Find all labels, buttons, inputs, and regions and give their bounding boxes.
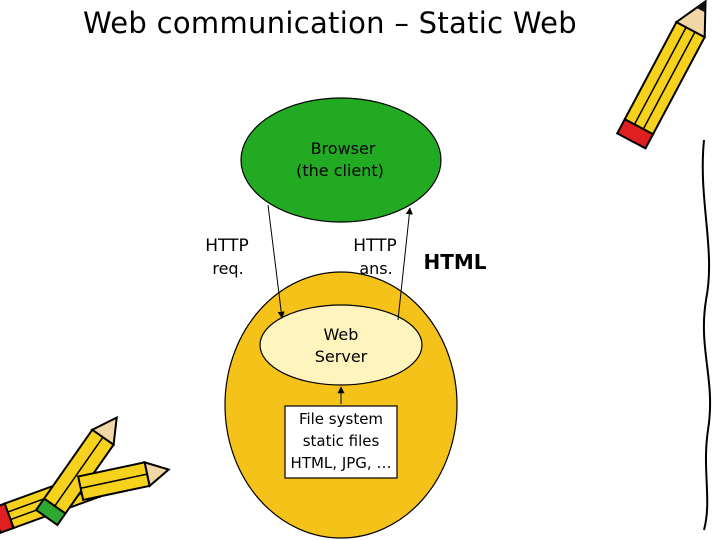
http-request-label-line2: req. (212, 259, 243, 278)
browser-label-line2: (the client) (296, 161, 384, 180)
browser-label-line1: Browser (311, 139, 376, 158)
pencils-icon-bottom-left (0, 415, 171, 535)
web-server-label-line2: Server (315, 347, 368, 366)
slide-title: Web communication – Static Web (82, 6, 577, 40)
pencil-icon-top-right (615, 0, 707, 150)
web-server-ellipse (259, 304, 423, 386)
html-payload-label: HTML (423, 250, 486, 274)
file-system-box (284, 405, 398, 479)
browser-circle (240, 97, 442, 223)
web-server-label-line1: Web (324, 325, 359, 344)
http-request-arrow (267, 204, 285, 319)
http-answer-arrow (397, 207, 413, 321)
file-system-label-line3: HTML, JPG, … (291, 454, 392, 472)
file-system-label-line1: File system (299, 410, 383, 428)
http-answer-label-line1: HTTP (353, 236, 397, 256)
http-request-label-line1: HTTP (205, 236, 249, 256)
file-system-label-line2: static files (303, 432, 380, 450)
http-answer-label-line2: ans. (359, 259, 392, 278)
scribble-line-right (701, 139, 712, 531)
